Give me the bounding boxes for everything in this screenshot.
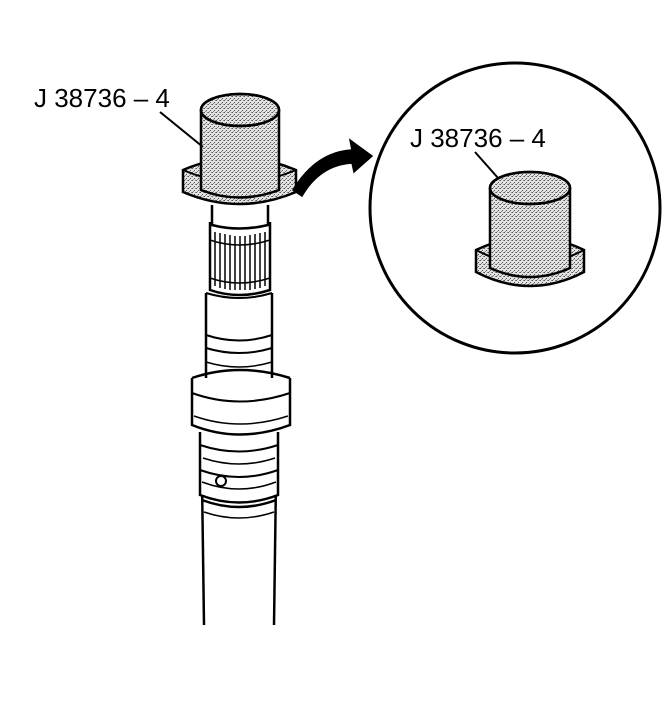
reference-arrow (291, 138, 374, 198)
leader-line-detail (474, 151, 499, 179)
detail-view (368, 61, 662, 355)
tool-installed (181, 92, 298, 206)
tool-detail (474, 170, 586, 288)
callout-label-detail: J 38736 – 4 (410, 123, 546, 153)
callout-label-main: J 38736 – 4 (34, 83, 170, 113)
leader-line-main (159, 111, 204, 148)
shaft (190, 205, 292, 626)
